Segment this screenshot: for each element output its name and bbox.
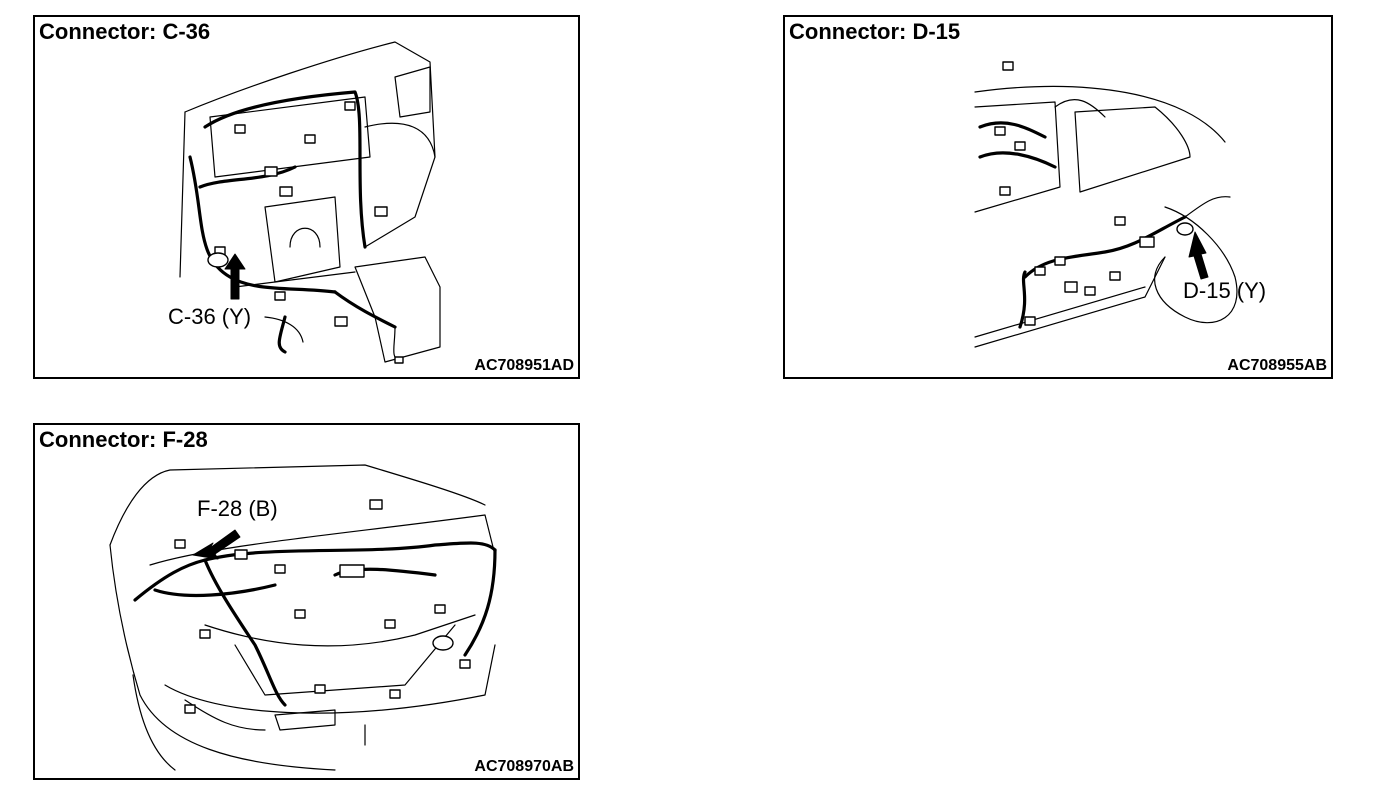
- trunk-harness-illustration: [109, 464, 497, 771]
- panel-connector-d15: Connector: D-15 D-15 (Y) AC708955AB: [783, 15, 1333, 379]
- connector-callout: F-28 (B): [197, 496, 278, 521]
- panel-connector-c36: Connector: C-36 C-36 (Y) AC708951AD: [33, 15, 580, 379]
- figure-code: AC708951AD: [474, 357, 574, 374]
- connector-callout: D-15 (Y): [1183, 278, 1267, 303]
- figure-code: AC708955AB: [1227, 357, 1327, 374]
- door-harness-illustration: [974, 61, 1238, 348]
- panel-connector-f28: Connector: F-28 F-28 (B) AC708970AB: [33, 423, 580, 780]
- dashboard-harness-illustration: [179, 41, 441, 364]
- panel-title: Connector: F-28: [39, 427, 208, 452]
- panel-title: Connector: C-36: [39, 19, 211, 44]
- connector-callout: C-36 (Y): [168, 304, 252, 329]
- figure-code: AC708970AB: [474, 758, 574, 775]
- panel-title: Connector: D-15: [789, 19, 961, 44]
